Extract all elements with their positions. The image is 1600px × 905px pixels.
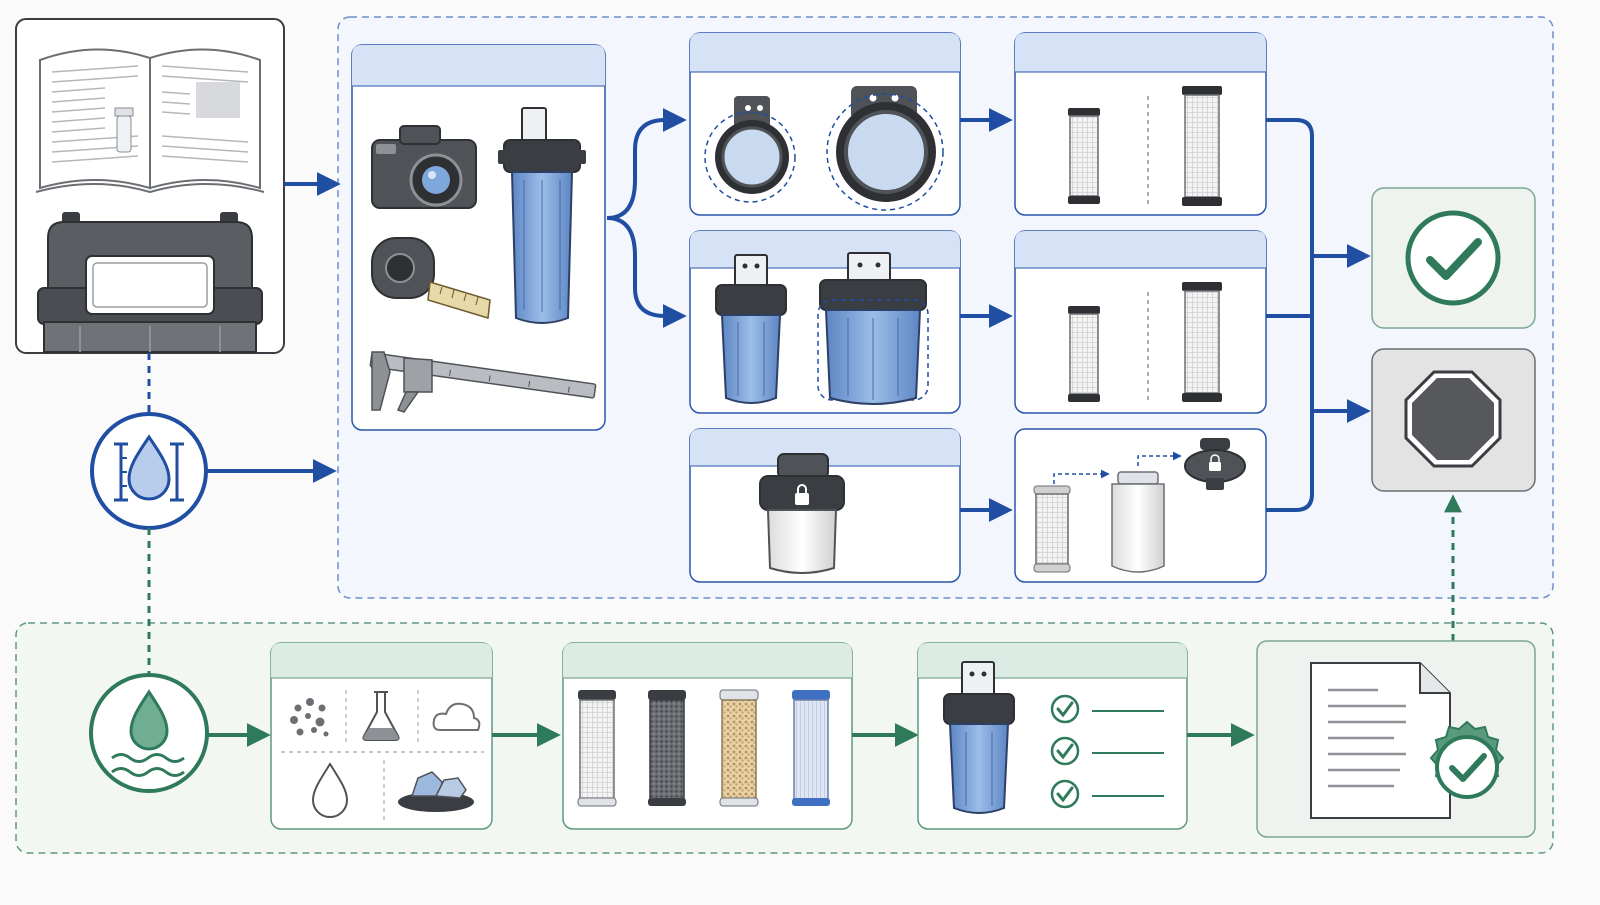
source-box xyxy=(15,18,285,354)
big-housing-icon xyxy=(817,252,929,405)
check-circle-icon xyxy=(1405,210,1501,306)
sediment-particles-icon xyxy=(290,698,329,737)
locking-cap-icon xyxy=(1184,438,1246,490)
carbon-block-cartridge-icon xyxy=(648,690,686,806)
small-housing-ring-icon xyxy=(704,96,796,203)
pleated-polyester-cartridge-icon xyxy=(792,690,830,806)
water-source-node xyxy=(89,673,209,793)
media-card xyxy=(562,642,853,830)
granular-media-cartridge-icon xyxy=(719,689,759,807)
stop-octagon-icon xyxy=(1404,370,1502,468)
insert-cartridge-icon xyxy=(1033,485,1071,573)
filter-housing-icon xyxy=(498,107,586,324)
checklist-item-2 xyxy=(1050,736,1164,766)
report-card xyxy=(1256,640,1536,838)
open-manual-icon xyxy=(35,48,265,194)
standard-housing-icon xyxy=(715,254,787,404)
merge-connectors xyxy=(1266,118,1314,512)
thick-cartridge-icon xyxy=(1182,282,1222,402)
tall-cartridge-icon xyxy=(1182,86,1222,206)
branch-to-housing-rings xyxy=(606,108,687,220)
camera-icon xyxy=(371,125,477,209)
measure-drop-node xyxy=(90,412,208,530)
housing-proprietary-card xyxy=(689,428,961,583)
housing-sizes-card xyxy=(689,230,961,414)
cartridge-bigblue-card xyxy=(1014,230,1267,414)
contaminants-card xyxy=(270,642,493,830)
measure-tools-card xyxy=(351,44,606,431)
housing-rings-card xyxy=(689,32,961,216)
existing-housing-icon xyxy=(37,212,263,353)
chemistry-flask-icon xyxy=(362,691,400,741)
cartridge-proprietary-card xyxy=(1014,428,1267,583)
bowl-icon xyxy=(1111,471,1165,573)
locked-housing-icon xyxy=(759,453,845,574)
mineral-scale-icon xyxy=(398,771,474,812)
cloud-odor-icon xyxy=(432,702,481,731)
checklist-item-3 xyxy=(1050,779,1164,809)
result-pass-card xyxy=(1371,187,1536,329)
checklist-card xyxy=(917,642,1188,830)
caliper-icon xyxy=(369,351,597,413)
cartridge-standard-card xyxy=(1014,32,1267,216)
slim-cartridge-icon-2 xyxy=(1068,306,1100,402)
pleated-sediment-cartridge-icon xyxy=(577,690,617,807)
result-stop-card xyxy=(1371,348,1536,492)
branch-to-housing-sizes xyxy=(606,216,687,328)
certificate-document-icon xyxy=(1310,662,1505,819)
checklist-item-1 xyxy=(1050,694,1164,724)
water-drop-icon xyxy=(311,762,349,818)
tape-measure-icon xyxy=(371,237,491,319)
housing-with-cartridge-icon xyxy=(943,661,1015,814)
large-housing-ring-icon xyxy=(826,86,944,211)
slim-cartridge-icon xyxy=(1068,108,1100,204)
